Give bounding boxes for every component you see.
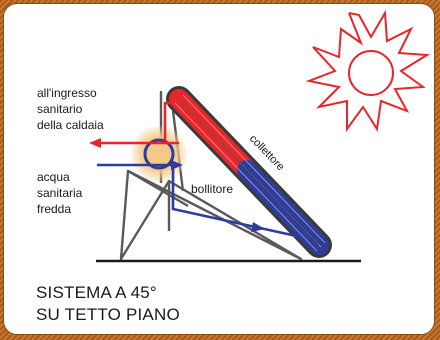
caption: SISTEMA A 45° SU TETTO PIANO (36, 282, 180, 326)
inlet-line-2: sanitaria (37, 186, 83, 200)
collector-tube (166, 86, 332, 258)
outlet-line-1: all'ingresso (37, 86, 97, 100)
cold-arrow-icon (171, 160, 183, 170)
inlet-line-3: fredda (37, 202, 71, 216)
inlet-label: acqua sanitaria fredda (37, 170, 83, 216)
heat-exchanger-ring (143, 138, 175, 170)
support-frame (119, 91, 303, 261)
solar-diagram: all'ingresso sanitario della caldaia acq… (37, 9, 431, 263)
outlet-line-3: della caldaia (37, 118, 104, 132)
diagram-card: all'ingresso sanitario della caldaia acq… (3, 3, 435, 335)
heat-glow (131, 126, 187, 182)
outlet-label: all'ingresso sanitario della caldaia (37, 86, 104, 132)
flow-arrow-icon (251, 222, 265, 232)
tank-label: bollitore (191, 182, 233, 196)
outlet-line-2: sanitario (37, 102, 83, 116)
sun-icon (305, 9, 431, 133)
hot-water-pipe (97, 101, 179, 145)
caption-line-2: SU TETTO PIANO (36, 305, 180, 324)
hot-arrow-icon (89, 138, 101, 148)
caption-line-1: SISTEMA A 45° (36, 283, 157, 302)
inlet-line-1: acqua (37, 170, 70, 184)
